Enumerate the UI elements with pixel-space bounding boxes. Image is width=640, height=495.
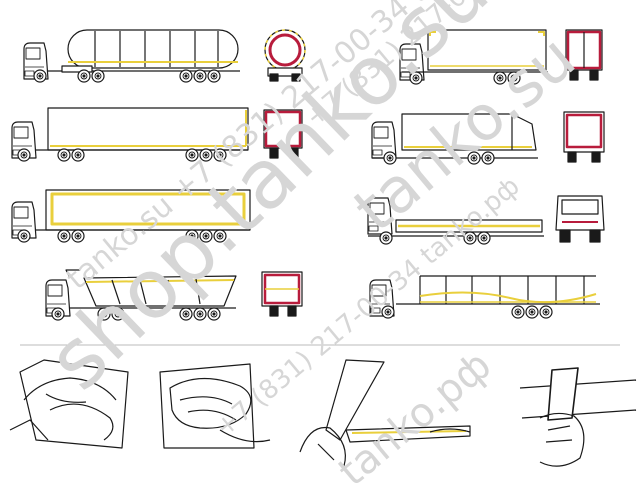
- tanker-rear-view: [264, 29, 306, 82]
- sticker-instruction-sheet: shop.tanko.su tanko.su tanko.su +7 (831)…: [9, 0, 637, 495]
- flatbed-truck: [367, 197, 544, 245]
- truck-front-view: [555, 195, 605, 243]
- tipper-rear-view: [261, 271, 303, 317]
- step-press-tape: [519, 367, 637, 467]
- box-truck: [399, 29, 548, 85]
- tipper-semitrailer: [45, 269, 237, 321]
- step-wipe-dry: [159, 363, 271, 449]
- box-truck-rear-view: [565, 29, 603, 81]
- diagram-canvas: [9, 29, 637, 467]
- step-apply-tape: [299, 359, 471, 467]
- timber-truck: [369, 275, 600, 319]
- garbage-truck: [371, 113, 538, 165]
- curtain-semitrailer: [11, 189, 251, 243]
- box-semitrailer: [11, 107, 249, 162]
- tanker-truck: [23, 29, 240, 83]
- garbage-truck-rear-view: [563, 111, 605, 163]
- step-clean-surface: [9, 359, 129, 449]
- box-semitrailer-rear-view: [263, 109, 303, 159]
